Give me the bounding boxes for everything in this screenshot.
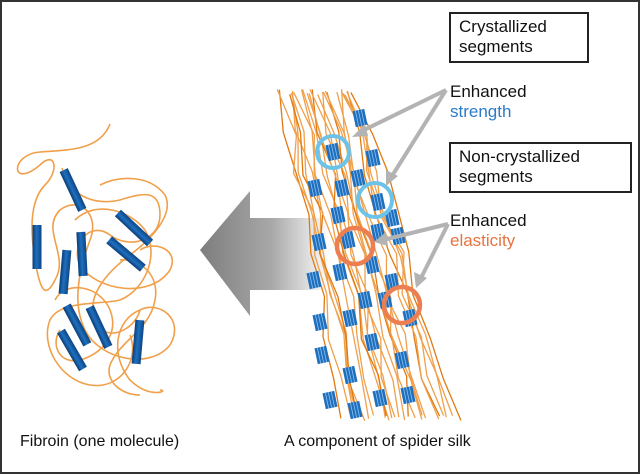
crystalline-rod [131, 319, 145, 365]
crystalline-block [306, 270, 322, 290]
crystalline-block [352, 108, 368, 128]
crystalline-block [357, 290, 373, 310]
crystalline-block [370, 192, 386, 212]
pointer-head [414, 272, 427, 288]
fibroin-caption: Fibroin (one molecule) [20, 433, 180, 450]
crystalline-block [400, 385, 416, 405]
pointer-line [419, 223, 450, 279]
silk-fiber [342, 93, 445, 416]
pointer-line [382, 222, 449, 242]
label-line: segments [459, 37, 533, 56]
crystalline-rod [106, 236, 146, 272]
fibroin-crystalline-rods [32, 168, 154, 372]
crystalline-block [350, 168, 366, 188]
crystalline-block [322, 390, 338, 410]
silk-fiber [306, 92, 386, 418]
strength-ring [356, 181, 394, 219]
strength-text: strength [450, 102, 512, 121]
crystalline-block [307, 178, 323, 198]
crystalline-block [394, 350, 410, 370]
silk-fiber [289, 94, 358, 416]
enhanced-strength-annotation: Enhanced strength [450, 82, 527, 122]
crystalline-block [347, 400, 363, 420]
crystalline-rod [59, 168, 87, 212]
crystalline-block [365, 148, 381, 168]
elasticity-text: elasticity [450, 231, 516, 250]
pointer-arrows [352, 88, 450, 288]
crystalline-block [332, 262, 348, 282]
crystalline-block [314, 345, 330, 365]
crystalline-block [312, 312, 328, 332]
crystalline-rod [76, 231, 88, 277]
crystallized-segments-label: Crystallized segments [449, 12, 589, 63]
crystalline-block [342, 365, 358, 385]
annotation-line: Enhanced [450, 82, 527, 101]
pointer-line [390, 88, 448, 178]
silk-fiber [350, 92, 462, 421]
crystalline-rod [58, 249, 72, 295]
silk-fiber [278, 89, 342, 419]
pointer-head [352, 124, 368, 137]
silk-fiber [340, 91, 440, 420]
silk-fiber [311, 89, 387, 417]
enhanced-elasticity-annotation: Enhanced elasticity [450, 211, 527, 251]
crystalline-rod [62, 303, 92, 347]
annotation-line: Enhanced [450, 211, 527, 230]
label-line: segments [459, 167, 533, 186]
crystalline-rod [85, 305, 113, 349]
silk-fiber [276, 89, 352, 418]
silk-fiber [346, 91, 454, 416]
crystalline-block [334, 178, 350, 198]
crystalline-block [311, 232, 327, 252]
crystalline-rod [114, 209, 154, 247]
pointer-head [374, 232, 388, 246]
crystalline-block [372, 388, 388, 408]
crystalline-block [364, 332, 380, 352]
fibroin-molecule [16, 123, 176, 396]
strength-ring [315, 134, 351, 170]
pointer-line [359, 88, 447, 134]
crystalline-rod [32, 225, 42, 269]
crystalline-block [325, 142, 341, 162]
crystalline-rod [57, 328, 87, 372]
transition-arrow [200, 191, 330, 316]
crystalline-block [340, 230, 356, 250]
elasticity-ring [381, 284, 423, 326]
silk-fiber [308, 93, 393, 419]
label-line: Non-crystallized [459, 147, 580, 166]
spider-silk-caption: A component of spider silk [284, 433, 471, 450]
crystalline-block [342, 308, 358, 328]
elasticity-ring [334, 225, 376, 267]
pointer-head [386, 170, 398, 186]
label-line: Crystallized [459, 17, 547, 36]
non-crystallized-segments-label: Non-crystallized segments [449, 142, 632, 193]
crystalline-block [330, 205, 346, 225]
